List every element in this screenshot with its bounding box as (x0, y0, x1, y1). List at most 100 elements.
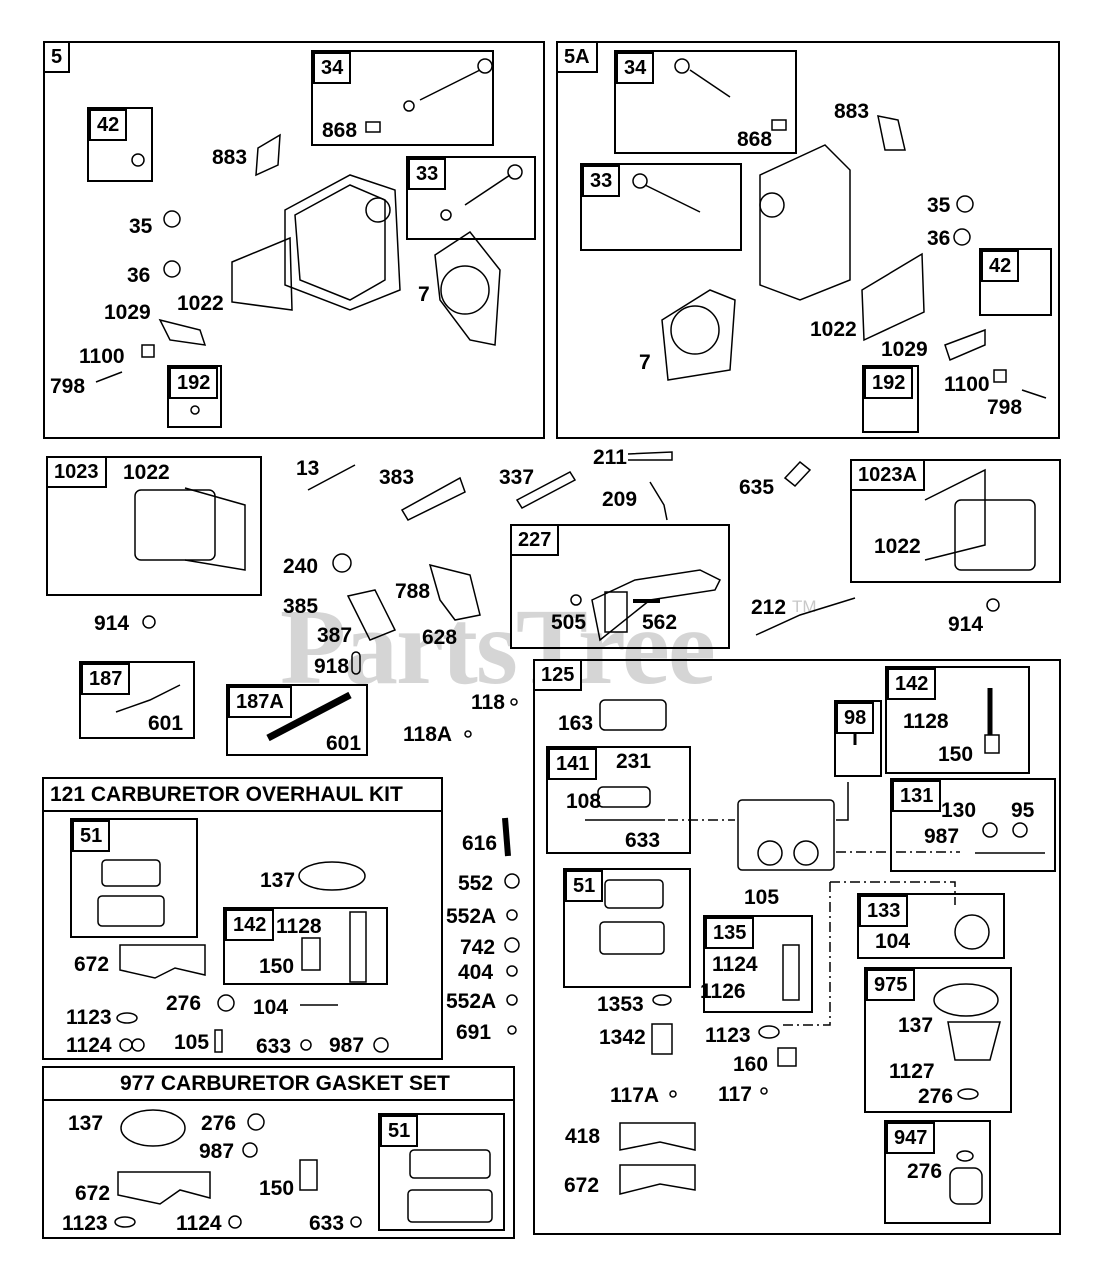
label-5a-798: 798 (987, 396, 1023, 419)
label-337: 337 (499, 466, 535, 489)
bolt-13-icon (307, 464, 356, 491)
seal-977-987-icon (242, 1142, 258, 1158)
label-121-1123: 1123 (66, 1006, 112, 1029)
callout-125-98: 98 (836, 702, 875, 734)
label-125-117: 117 (718, 1083, 752, 1106)
label-125-975-276: 276 (918, 1085, 954, 1108)
callout-121-142: 142 (225, 909, 275, 941)
washer-1353-icon (652, 994, 672, 1006)
label-798: 798 (50, 375, 86, 398)
callout-977-51: 51 (380, 1115, 419, 1147)
callout-5a: 5A (556, 41, 598, 73)
guide-plate-1100-icon (141, 344, 155, 358)
o-ring-1123-icon (116, 1012, 138, 1024)
label-187-601: 601 (148, 712, 184, 735)
label-211: 211 (593, 446, 627, 469)
subpanel-125-51-gaskets: 51 (563, 868, 691, 988)
subpanel-125-135-fuel-valve: 135 (703, 915, 813, 1013)
hose-187a-icon (266, 691, 352, 742)
exhaust-gasket-5a-icon (877, 115, 906, 151)
callout-33: 33 (408, 158, 447, 190)
label-212: 212 (751, 596, 787, 619)
label-240: 240 (283, 555, 319, 578)
label-404: 404 (458, 961, 494, 984)
valve-cover-1023a-icon (954, 499, 1036, 571)
subpanel-125-947-solenoid: 947 (884, 1120, 991, 1224)
label-125-1126: 1126 (700, 980, 746, 1003)
label-977-150: 150 (259, 1177, 295, 1200)
gasket-150-icon (301, 937, 321, 971)
callout-1023a: 1023A (850, 459, 925, 491)
screw-798-icon (95, 371, 123, 383)
panel-valve-cover-1023: 1023 (46, 456, 262, 596)
subpanel-125-131-choke-shaft: 131 (890, 778, 1056, 872)
label-977-633: 633 (309, 1212, 345, 1235)
clip-505-icon (570, 594, 582, 606)
callout-125-947: 947 (886, 1122, 936, 1154)
screw-117-icon (760, 1087, 768, 1095)
label-5a-883: 883 (834, 100, 870, 123)
washer-947-276-icon (956, 1150, 974, 1162)
label-628: 628 (422, 626, 458, 649)
subpanel-125-975-bowl: 975 (864, 967, 1012, 1113)
gasket-108-icon (597, 786, 651, 808)
label-5a-1022: 1022 (810, 318, 857, 341)
label-125-231: 231 (616, 750, 652, 773)
gasket-163-icon (599, 699, 667, 731)
head-gasket-5a-icon (661, 289, 736, 381)
callout-5a-192: 192 (864, 367, 914, 399)
seal-742-icon (504, 937, 520, 953)
gasket-977-51-a-icon (409, 1149, 491, 1179)
panel-fuel-line-187: 187 (79, 661, 195, 739)
spring-35-icon (163, 210, 181, 228)
spring-36-icon (163, 260, 181, 278)
head-gasket-5a-bore-icon (670, 305, 720, 355)
label-121-276: 276 (166, 992, 202, 1015)
callout-192: 192 (169, 367, 219, 399)
panel-carburetor-125: 125 (533, 659, 1061, 1235)
governor-bracket-387-icon (346, 589, 397, 641)
label-121-105: 105 (174, 1031, 210, 1054)
callout-125: 125 (533, 659, 583, 691)
subpanel-192-nut: 192 (167, 365, 222, 428)
gasket-418-icon (619, 1122, 696, 1151)
label-383: 383 (379, 466, 415, 489)
solenoid-947-icon (949, 1167, 983, 1205)
subpanel-121-142-float-kit: 142 (223, 907, 388, 985)
leader-line-98-icon (836, 782, 849, 821)
rocker-arm-5a-1029-icon (944, 328, 986, 362)
guide-plate-5a-1100-icon (993, 369, 1007, 383)
label-13: 13 (296, 457, 320, 480)
callout-227: 227 (510, 524, 560, 556)
label-125-1127: 1127 (889, 1060, 935, 1083)
subpanel-977-51-gaskets: 51 (378, 1113, 505, 1231)
gasket-51-b-icon (97, 895, 165, 927)
bushing-552-icon (504, 873, 520, 889)
label-977-276: 276 (201, 1112, 237, 1135)
o-ring-137-icon (298, 861, 366, 891)
breather-valve-240-icon (332, 553, 352, 573)
label-121-633: 633 (256, 1035, 292, 1058)
label-125-95: 95 (1011, 799, 1035, 822)
label-1023-1022: 1022 (123, 461, 170, 484)
needle-105-icon (214, 1029, 223, 1053)
leader-line-135-icon (780, 882, 831, 1026)
valve-33-retainer-icon (440, 209, 452, 221)
callout-1023: 1023 (46, 456, 107, 488)
o-ring-1123-125-icon (758, 1025, 780, 1039)
bracket-788-icon (428, 563, 481, 621)
valve-34-icon (419, 69, 481, 101)
callout-5: 5 (43, 41, 71, 73)
valve-cover-gasket-1023-icon (184, 487, 246, 571)
label-125-108: 108 (566, 790, 602, 813)
cylinder-head-5a-icon (759, 144, 851, 301)
label-914-b: 914 (948, 613, 984, 636)
label-125-160: 160 (733, 1053, 769, 1076)
seal-987-icon (373, 1037, 389, 1053)
valve-34-retainer-icon (403, 100, 415, 112)
washer-977-276-icon (247, 1113, 265, 1131)
gasket-672-125-icon (619, 1164, 696, 1195)
label-5a-36: 36 (927, 227, 951, 250)
valve-guide-868-icon (365, 121, 381, 133)
callout-125-975: 975 (866, 969, 916, 1001)
